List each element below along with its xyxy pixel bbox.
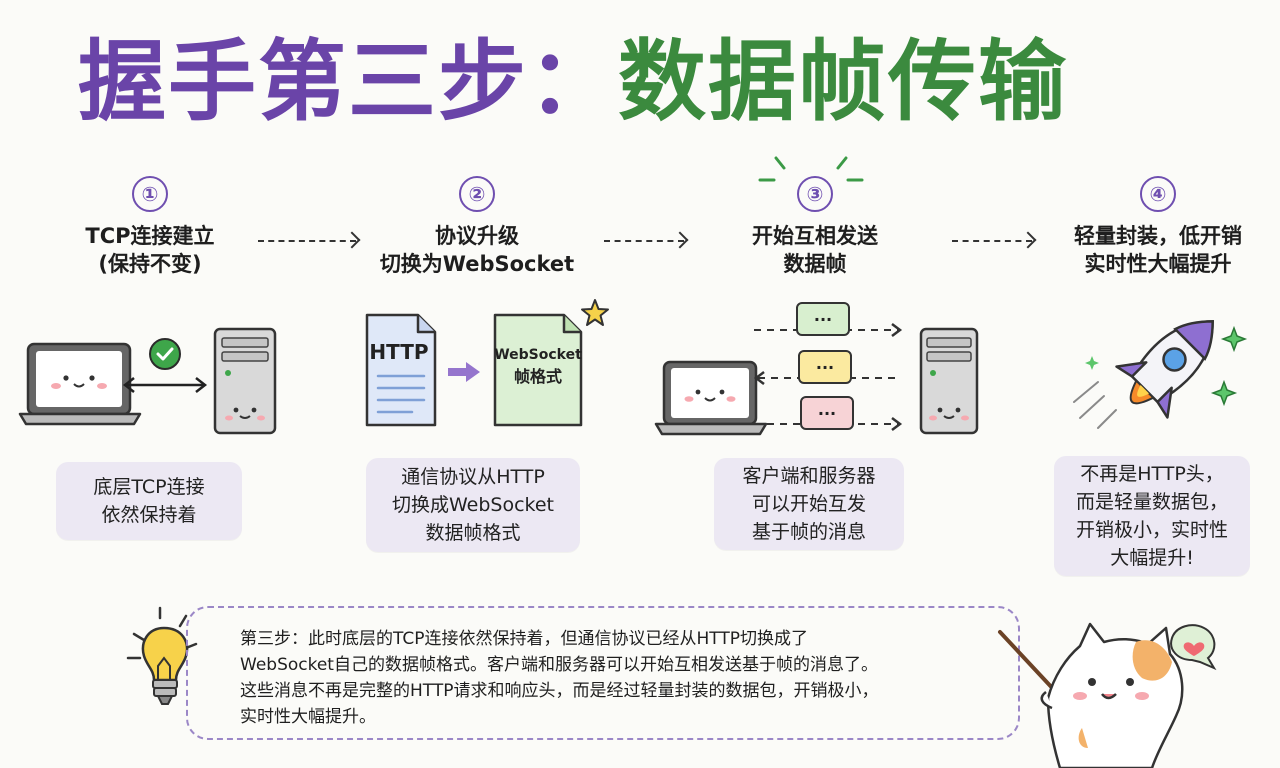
page-title: 握手第三步：数据帧传输 [78, 22, 1208, 142]
step-4-note-line-4: 大幅提升! [1110, 547, 1194, 569]
step-1-title-line-2: (保持不变) [98, 252, 202, 276]
step-4: ④ 轻量封装，低开销 实时性大幅提升 [1028, 176, 1280, 278]
websocket-document-icon [493, 313, 583, 427]
step-2-note-line-1: 通信协议从HTTP [401, 466, 545, 488]
http-document-label: HTTP [369, 340, 429, 364]
check-circle-icon [149, 338, 181, 370]
step-2-title: 协议升级 切换为WebSocket [347, 222, 607, 278]
step-4-note-line-3: 开销极小，实时性 [1075, 519, 1228, 541]
step-3-title: 开始互相发送 数据帧 [685, 222, 945, 278]
right-arrow-icon [448, 362, 480, 382]
step-3-note-line-1: 客户端和服务器 [742, 465, 876, 487]
step-arrow-3-4 [952, 240, 1032, 244]
summary-line-2: WebSocket自己的数据帧格式。客户端和服务器可以开始互相发送基于帧的消息了… [240, 655, 878, 675]
websocket-document-label: WebSocket 帧格式 [494, 344, 582, 388]
step-2: ② 协议升级 切换为WebSocket [347, 176, 607, 278]
step-1-title-line-1: TCP连接建立 [85, 224, 215, 248]
laptop-icon [18, 342, 142, 426]
step-2-note-line-3: 数据帧格式 [425, 522, 521, 544]
http-document-icon [365, 313, 437, 427]
title-part-1: 握手第三步： [78, 30, 619, 133]
rocket-icon [1073, 320, 1248, 429]
step-3-title-line-1: 开始互相发送 [752, 224, 878, 248]
frame-pink: ... [800, 396, 854, 430]
step-3: ③ 开始互相发送 数据帧 [685, 176, 945, 278]
step-3-title-line-2: 数据帧 [783, 252, 847, 276]
websocket-document-label-line-2: 帧格式 [513, 367, 562, 386]
step-1-note: 底层TCP连接 依然保持着 [56, 462, 242, 540]
step-1: ① TCP连接建立 (保持不变) [20, 176, 280, 278]
step-1-number: ① [132, 176, 168, 212]
step-2-number: ② [459, 176, 495, 212]
step-3-note-line-2: 可以开始互发 [751, 493, 866, 515]
frame-yellow: ... [798, 350, 852, 384]
double-arrow-icon [122, 377, 208, 393]
summary-line-4: 实时性大幅提升。 [240, 707, 376, 727]
step-4-title-line-2: 实时性大幅提升 [1084, 252, 1232, 276]
step-2-title-line-2: 切换为WebSocket [379, 252, 575, 276]
summary-line-1: 第三步：此时底层的TCP连接依然保持着，但通信协议已经从HTTP切换成了 [240, 629, 809, 649]
summary-line-3: 这些消息不再是完整的HTTP请求和响应头，而是经过轻量封装的数据包，开销极小， [240, 681, 879, 701]
summary-box: 第三步：此时底层的TCP连接依然保持着，但通信协议已经从HTTP切换成了 Web… [186, 606, 1020, 740]
cat-mascot-icon [998, 622, 1217, 768]
step-1-note-line-1: 底层TCP连接 [93, 476, 205, 498]
server-icon [919, 327, 979, 435]
step-4-title-line-1: 轻量封装，低开销 [1074, 224, 1242, 248]
title-part-2: 数据帧传输 [618, 30, 1069, 133]
step-4-note: 不再是HTTP头， 而是轻量数据包， 开销极小，实时性 大幅提升! [1054, 456, 1250, 576]
step-3-note: 客户端和服务器 可以开始互发 基于帧的消息 [714, 458, 904, 550]
step-4-note-line-2: 而是轻量数据包， [1075, 491, 1228, 513]
sparkle-lines-icon [758, 156, 864, 182]
step-1-title: TCP连接建立 (保持不变) [20, 222, 280, 278]
step-1-note-line-2: 依然保持着 [101, 504, 197, 526]
step-4-note-line-1: 不再是HTTP头， [1080, 463, 1224, 485]
step-4-title: 轻量封装，低开销 实时性大幅提升 [1028, 222, 1280, 278]
websocket-document-label-line-1: WebSocket [494, 347, 582, 363]
step-arrow-1-2 [258, 240, 356, 244]
lightbulb-icon [126, 606, 198, 705]
step-2-note: 通信协议从HTTP 切换成WebSocket 数据帧格式 [366, 458, 580, 552]
laptop-icon [654, 360, 768, 436]
star-icon [581, 299, 609, 326]
step-2-title-line-1: 协议升级 [435, 224, 519, 248]
step-3-note-line-3: 基于帧的消息 [751, 521, 866, 543]
step-4-number: ④ [1140, 176, 1176, 212]
server-icon [213, 327, 277, 435]
step-2-note-line-2: 切换成WebSocket [391, 494, 555, 516]
frame-green: ... [796, 302, 850, 336]
step-arrow-2-3 [604, 240, 684, 244]
step-3-number: ③ [797, 176, 833, 212]
